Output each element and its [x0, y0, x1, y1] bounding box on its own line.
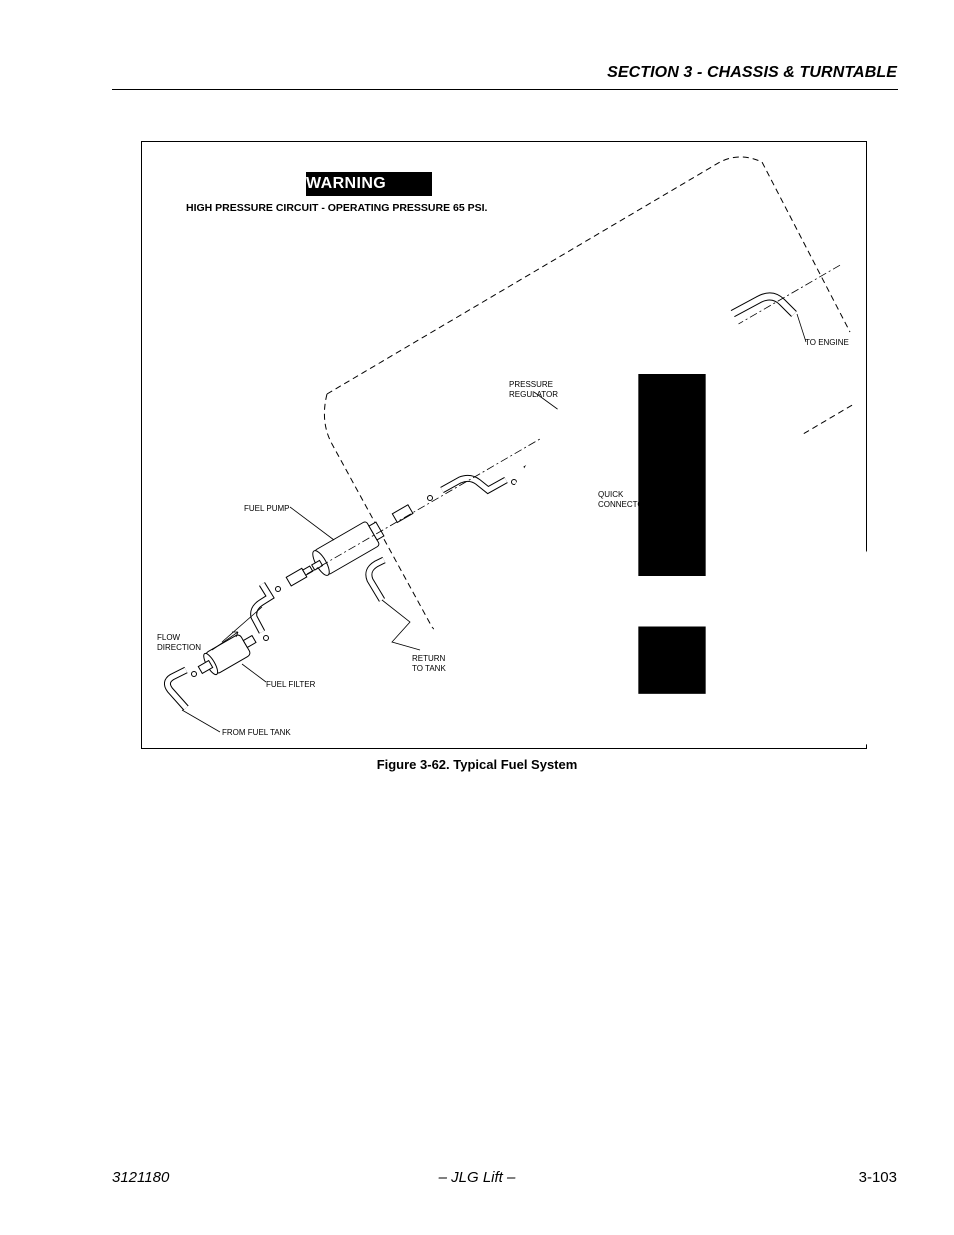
- footer-page-number: 3-103: [858, 1169, 897, 1186]
- label-pressure-regulator: PRESSURE REGULATOR: [509, 380, 559, 399]
- fuel-pump-part: [311, 521, 385, 576]
- fuel-filter-part: [197, 634, 257, 676]
- section-header-title: SECTION 3 - CHASSIS & TURNTABLE: [607, 64, 897, 81]
- warning-triangle-icon: [369, 205, 954, 745]
- header-rule: [112, 89, 898, 90]
- label-from-fuel-tank: FROM FUEL TANK: [222, 728, 291, 737]
- label-return-to-tank: RETURN TO TANK: [412, 654, 446, 673]
- warning-badge: WARNING: [306, 172, 954, 745]
- footer-doc-number: 3121180: [112, 1169, 170, 1186]
- label-quick-connectors: QUICK CONNECTORS: [598, 490, 655, 509]
- footer-center-text: – JLG Lift –: [438, 1169, 516, 1186]
- figure-caption: Figure 3-62. Typical Fuel System: [376, 757, 578, 772]
- warning-text: HIGH PRESSURE CIRCUIT - OPERATING PRESSU…: [186, 202, 488, 214]
- label-flow-direction: FLOW DIRECTION: [157, 633, 201, 652]
- figure-box: WARNING HIGH PRESSURE CIRCUIT - OPERATIN…: [141, 141, 954, 749]
- warning-label: WARNING: [306, 175, 387, 192]
- label-fuel-pump: FUEL PUMP: [244, 504, 290, 513]
- label-to-engine: TO ENGINE: [805, 338, 849, 347]
- label-fuel-filter: FUEL FILTER: [266, 680, 316, 689]
